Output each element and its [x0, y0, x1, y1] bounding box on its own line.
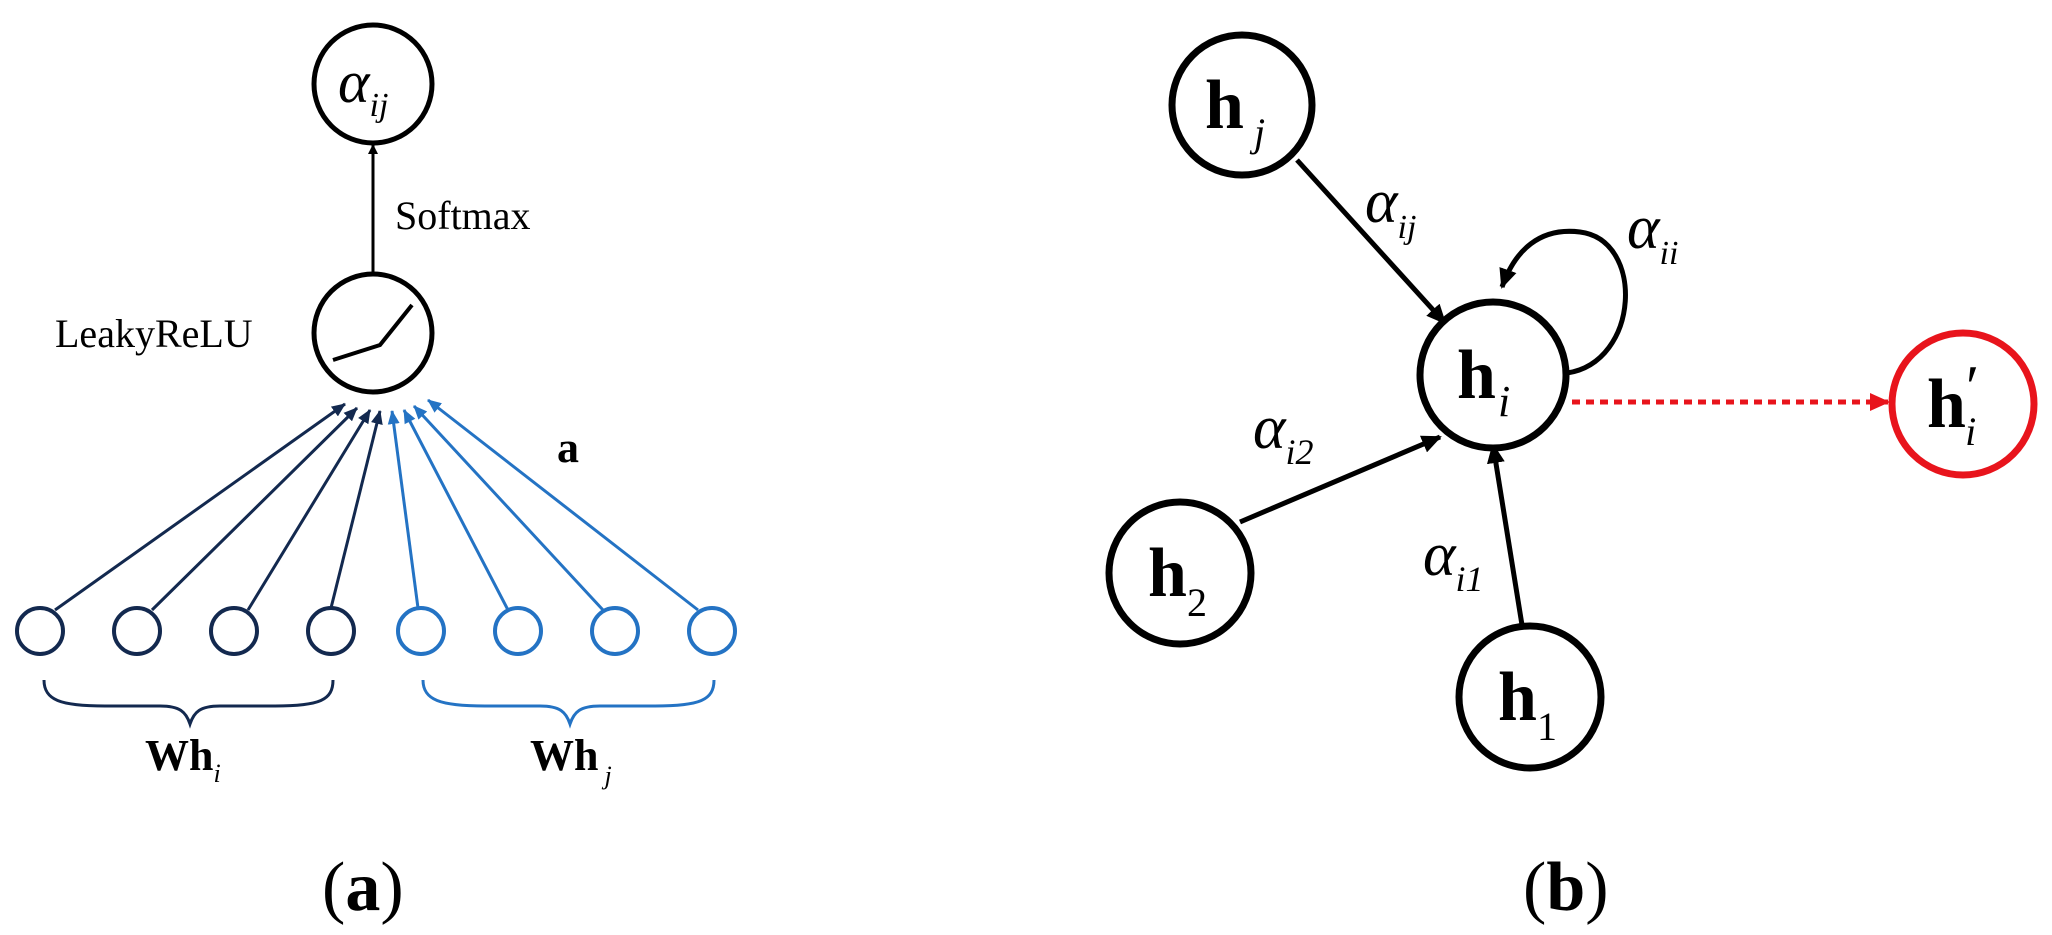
edge-label-alpha-i1-subscript: i1: [1456, 559, 1484, 599]
edge-hj-to-hi: [1295, 158, 1447, 325]
wh-i-input-node-4: [306, 606, 356, 656]
edge-label-alpha-ij-symbol: α: [1365, 168, 1399, 236]
node-h-i-prime: [1888, 329, 2038, 479]
node-h-i-subscript: i: [1498, 377, 1510, 426]
node-h-1-main: h: [1498, 659, 1537, 736]
input-arrow-4: [329, 410, 383, 609]
node-h-2-label: h2: [1148, 535, 1207, 625]
input-arrow-2: [150, 406, 359, 612]
node-h-j-main: h: [1205, 67, 1244, 144]
node-h-j: [1168, 31, 1316, 179]
panel-a-letter: a: [345, 849, 380, 926]
edge-label-alpha-i1: αi1: [1423, 521, 1484, 599]
wh-i-input-node-3: [209, 606, 259, 656]
wh-j-input-node-3: [590, 606, 640, 656]
wh-i-label-subscript: i: [213, 759, 220, 788]
alpha-subscript: ij: [370, 87, 389, 124]
leaky-relu-curve-icon: [332, 303, 414, 362]
leaky-relu-label: LeakyReLU: [55, 311, 253, 356]
wh-i-input-node-2: [112, 606, 162, 656]
wh-j-input-node-2: [493, 606, 543, 656]
alpha-ij-output-node: [311, 22, 435, 146]
panel-b-open-paren: (: [1523, 849, 1546, 926]
panel-a-open-paren: (: [322, 849, 345, 926]
wh-i-input-node-1: [15, 606, 65, 656]
node-h-2: [1105, 498, 1255, 648]
panel-a: αij Softmax LeakyReLU a: [15, 22, 737, 926]
node-h-1-subscript: 1: [1537, 704, 1557, 749]
wh-i-label-main: Wh: [145, 731, 213, 780]
leaky-relu-node: [311, 271, 435, 395]
node-h-i-prime-label: h′i: [1927, 354, 1979, 454]
panel-b-letter: b: [1546, 849, 1585, 926]
panel-a-label: (a): [322, 849, 404, 926]
edge-hi-self-loop: [1499, 228, 1628, 376]
wh-i-brace: [42, 679, 335, 729]
edge-label-alpha-i2-subscript: i2: [1286, 432, 1314, 472]
edge-label-alpha-ii-subscript: ii: [1660, 235, 1679, 272]
node-h-j-subscript: j: [1249, 110, 1265, 155]
edge-label-alpha-ij: αij: [1365, 168, 1416, 246]
edge-h2-to-hi: [1239, 434, 1442, 525]
wh-j-input-node-1: [396, 606, 446, 656]
node-h-1-label: h1: [1498, 659, 1557, 749]
input-arrow-7: [412, 404, 605, 612]
node-h-i-label: hi: [1457, 337, 1510, 426]
edge-label-alpha-i2-symbol: α: [1253, 394, 1287, 462]
input-arrow-1: [54, 402, 346, 612]
node-h-i: [1416, 298, 1570, 452]
panel-b-label: (b): [1523, 849, 1609, 926]
edge-label-alpha-ii-symbol: α: [1627, 194, 1661, 262]
alpha-symbol: α: [338, 49, 371, 115]
wh-j-brace: [421, 679, 716, 729]
input-arrow-8: [427, 398, 699, 612]
input-arrow-5: [387, 410, 420, 609]
edge-label-alpha-ii: αii: [1627, 194, 1678, 272]
softmax-label: Softmax: [395, 193, 531, 238]
panel-b-close-paren: ): [1585, 849, 1608, 926]
input-arrow-3: [246, 409, 372, 611]
node-h-2-main: h: [1148, 535, 1187, 612]
node-h-1: [1455, 622, 1605, 772]
input-arrow-6: [402, 409, 510, 611]
weight-vector-label: a: [557, 423, 579, 472]
node-h-2-subscript: 2: [1187, 580, 1207, 625]
wh-i-label: Whi: [145, 731, 221, 788]
node-h-i-prime-mark: ′: [1966, 354, 1979, 420]
edge-label-alpha-i2: αi2: [1253, 394, 1314, 472]
edge-h1-to-hi: [1486, 443, 1525, 626]
alpha-ij-output-label: αij: [338, 49, 388, 124]
node-h-i-prime-main: h: [1927, 366, 1966, 443]
wh-j-input-node-4: [687, 606, 737, 656]
panel-a-close-paren: ): [380, 849, 403, 926]
node-h-i-main: h: [1457, 337, 1496, 414]
edge-label-alpha-ij-subscript: ij: [1398, 209, 1417, 246]
wh-j-label-main: Wh: [530, 731, 598, 780]
node-h-i-prime-subscript: i: [1965, 409, 1976, 454]
wh-j-label-subscript: j: [601, 761, 611, 790]
edge-label-alpha-i1-symbol: α: [1423, 521, 1457, 589]
